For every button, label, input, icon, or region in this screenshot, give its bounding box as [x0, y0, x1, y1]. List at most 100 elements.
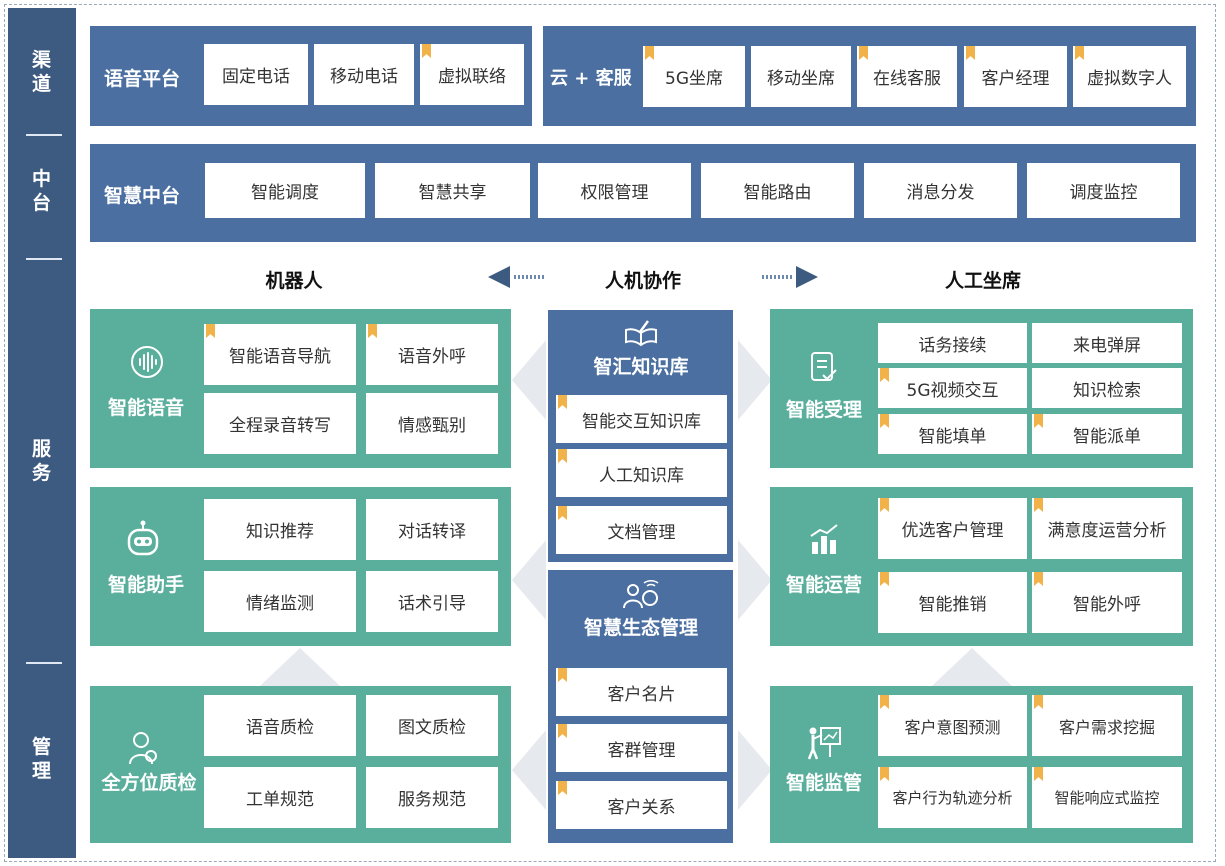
channel-item: 虚拟联络 [420, 44, 524, 105]
bar-chart-icon [810, 524, 838, 554]
human-item: 智能填单 [878, 414, 1027, 454]
center-item: 客户关系 [556, 781, 727, 829]
center-item: 文档管理 [556, 506, 727, 554]
middle-item: 调度监控 [1027, 163, 1180, 218]
robot-icon [127, 520, 159, 556]
smart-assistant-title: 智能助手 [107, 574, 184, 596]
collab-header: 人机协作 [604, 270, 681, 292]
robot-item: 对话转译 [366, 499, 498, 560]
robot-item: 语音质检 [204, 695, 356, 756]
bookmark-tag-icon [1034, 767, 1043, 781]
layer-label-middle: 中 台 [31, 168, 52, 214]
bookmark-tag-icon [880, 414, 889, 428]
bookmark-tag-icon [880, 572, 889, 586]
bookmark-tag-icon [558, 724, 567, 738]
robot-item: 语音外呼 [366, 324, 498, 385]
document-check-icon [811, 352, 837, 381]
bookmark-tag-icon [206, 324, 215, 338]
smart-operate-title: 智能运营 [785, 574, 862, 596]
middle-item: 智能路由 [701, 163, 854, 218]
chevron-right-connectors [738, 340, 772, 810]
layer-label-service: 服 务 [31, 438, 52, 484]
soundwave-icon [131, 346, 163, 378]
smart-supervise-title: 智能监管 [785, 772, 862, 794]
human-item: 智能派单 [1032, 414, 1182, 454]
arrow-right-icon [762, 266, 818, 288]
people-network-icon [623, 580, 659, 609]
bookmark-tag-icon [645, 46, 654, 60]
channel-item: 移动电话 [314, 44, 414, 105]
book-pen-icon [625, 320, 657, 347]
human-item: 知识检索 [1032, 368, 1182, 408]
center-item: 客户名片 [556, 668, 727, 716]
layer-divider [26, 662, 62, 664]
knowledge-base-title: 智汇知识库 [593, 356, 689, 378]
bookmark-tag-icon [1075, 46, 1084, 60]
bookmark-tag-icon [558, 449, 567, 463]
smart-accept-title: 智能受理 [785, 399, 862, 421]
bookmark-tag-icon [558, 506, 567, 520]
bookmark-tag-icon [558, 781, 567, 795]
center-item: 人工知识库 [556, 449, 727, 497]
robot-item: 情感甄别 [366, 393, 498, 454]
channel-item: 虚拟数字人 [1073, 46, 1186, 107]
layer-divider [26, 134, 62, 136]
human-header: 人工坐席 [944, 270, 1021, 292]
channel-item: 固定电话 [204, 44, 308, 105]
robot-item: 全程录音转写 [204, 393, 356, 454]
outer-frame [4, 4, 1216, 862]
bookmark-tag-icon [1034, 572, 1043, 586]
bookmark-tag-icon [880, 368, 889, 382]
channel-item: 5G坐席 [643, 46, 745, 107]
bookmark-tag-icon [368, 324, 377, 338]
human-item: 客户意图预测 [878, 695, 1027, 756]
bookmark-tag-icon [558, 395, 567, 409]
cloud-service-title: 云 + 客服 [550, 68, 632, 89]
layer-label-channel: 渠 道 [31, 49, 52, 95]
bookmark-tag-icon [1034, 498, 1043, 512]
human-item: 优选客户管理 [878, 498, 1027, 559]
bookmark-tag-icon [1034, 414, 1043, 428]
robot-item: 知识推荐 [204, 499, 356, 560]
bookmark-tag-icon [966, 46, 975, 60]
human-item: 客户行为轨迹分析 [878, 767, 1027, 828]
bookmark-tag-icon [558, 668, 567, 682]
middle-item: 智慧共享 [375, 163, 530, 218]
human-item: 来电弹屏 [1032, 323, 1182, 363]
human-item: 智能响应式监控 [1032, 767, 1182, 828]
bookmark-tag-icon [1034, 695, 1043, 709]
up-chevron-right [932, 648, 1012, 686]
bookmark-tag-icon [880, 767, 889, 781]
smart-voice-title: 智能语音 [107, 397, 184, 419]
center-item: 智能交互知识库 [556, 395, 727, 443]
center-item: 客群管理 [556, 724, 727, 772]
human-item: 智能推销 [878, 572, 1027, 633]
robot-item: 工单规范 [204, 767, 356, 828]
presenter-icon [807, 727, 841, 760]
bookmark-tag-icon [859, 46, 868, 60]
human-item: 客户需求挖掘 [1032, 695, 1182, 756]
bookmark-tag-icon [880, 498, 889, 512]
human-item: 话务接续 [878, 323, 1027, 363]
middle-item: 消息分发 [864, 163, 1017, 218]
robot-item: 情绪监测 [204, 571, 356, 632]
robot-item: 智能语音导航 [204, 324, 356, 385]
human-item: 智能外呼 [1032, 572, 1182, 633]
smart-middle-title: 智慧中台 [104, 185, 181, 207]
ecology-title: 智慧生态管理 [583, 617, 698, 639]
bookmark-tag-icon [880, 695, 889, 709]
robot-item: 话术引导 [366, 571, 498, 632]
up-chevron-left [260, 648, 340, 686]
inspector-icon [129, 732, 157, 765]
human-item: 满意度运营分析 [1032, 498, 1182, 559]
arrow-left-icon [488, 266, 544, 288]
robot-item: 图文质检 [366, 695, 498, 756]
robot-header: 机器人 [265, 270, 323, 292]
full-quality-title: 全方位质检 [101, 772, 197, 794]
middle-item: 权限管理 [538, 163, 691, 218]
layer-sidebar [8, 8, 76, 858]
layer-divider [26, 258, 62, 260]
human-item: 5G视频交互 [878, 368, 1027, 408]
layer-label-manage: 管 理 [31, 736, 52, 782]
channel-item: 客户经理 [964, 46, 1067, 107]
